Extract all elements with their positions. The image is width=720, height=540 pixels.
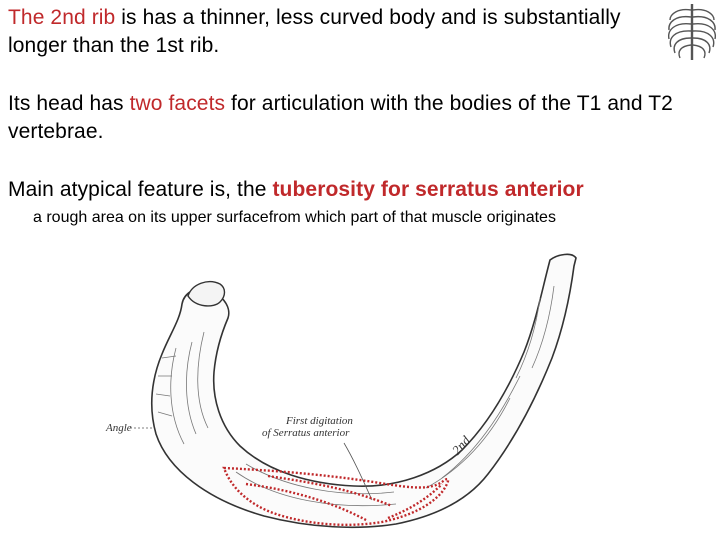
ribcage-icon xyxy=(668,4,716,60)
highlight-tuberosity: tuberosity for serratus anterior xyxy=(272,178,584,201)
text-head-intro: Its head has xyxy=(8,92,130,115)
paragraph-head-facets: Its head has two facets for articulation… xyxy=(8,90,708,146)
rib-illustration: Angle First digitation of Serratus anter… xyxy=(105,253,577,529)
label-digitation-line1: First digitation xyxy=(285,415,353,427)
highlight-second-rib: The 2nd rib xyxy=(8,6,116,29)
subpoint-rough-area: a rough area on its upper surfacefrom wh… xyxy=(33,209,556,226)
highlight-two-facets: two facets xyxy=(129,92,226,115)
label-digitation-line2: of Serratus anterior xyxy=(262,427,350,439)
paragraph-second-rib: The 2nd rib is has a thinner, less curve… xyxy=(8,4,678,60)
rib-bone xyxy=(130,253,577,529)
paragraph-atypical-feature: Main atypical feature is, the tuberosity… xyxy=(8,176,708,204)
text-atypical-intro: Main atypical feature is, the xyxy=(8,178,273,201)
serratus-attachment-outline xyxy=(222,466,450,526)
text-second-rib-desc: is has a thinner, less curved body and i… xyxy=(8,6,621,57)
text-articulation: for articulation with the bodies of the … xyxy=(8,92,673,143)
label-angle: Angle xyxy=(105,422,132,434)
